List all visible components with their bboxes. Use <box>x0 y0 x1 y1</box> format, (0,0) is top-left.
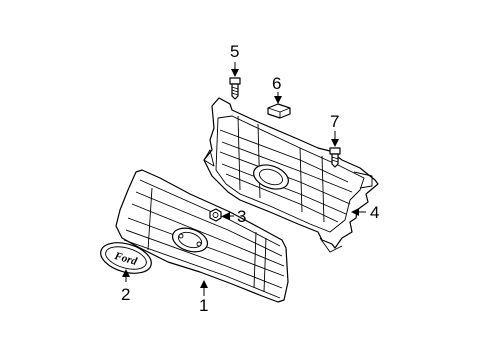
bolt-right-part <box>329 147 341 168</box>
grille-part <box>115 169 289 303</box>
callout-6: 6 <box>272 74 281 93</box>
callout-4: 4 <box>370 203 379 222</box>
callout-3: 3 <box>237 207 246 226</box>
callout-5: 5 <box>230 42 239 61</box>
bolt-upper-part <box>229 77 241 100</box>
nut-part <box>209 208 222 222</box>
callout-1: 1 <box>199 296 208 315</box>
clip-part <box>267 103 291 119</box>
callout-2: 2 <box>121 285 130 304</box>
emblem-part: Ford <box>100 242 152 274</box>
callout-7: 7 <box>330 112 339 131</box>
upper-grille-part <box>203 97 379 253</box>
